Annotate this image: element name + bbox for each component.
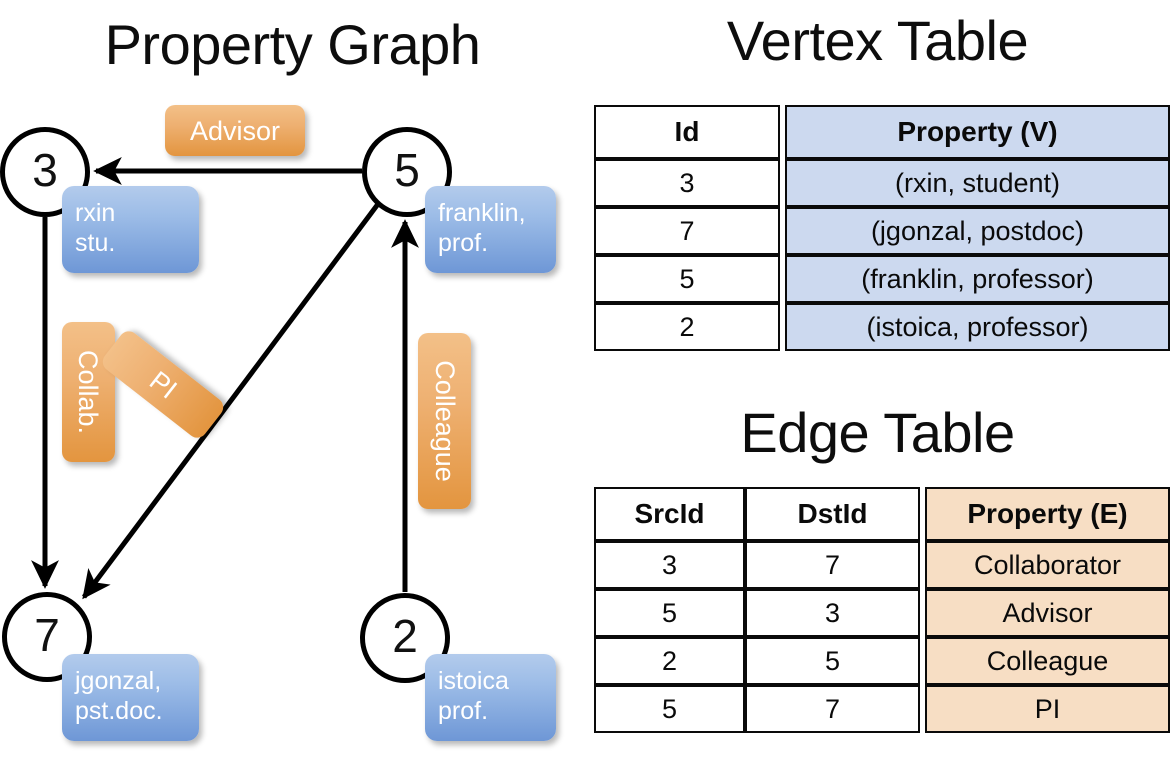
vertex-table: Id Property (V) 3 (rxin, student) 7 (jgo… — [594, 105, 1170, 351]
graph-edges-svg — [31, 157, 419, 600]
graph-node-5-label: 5 — [394, 144, 420, 196]
edge-table-cell-srcid: 5 — [594, 685, 745, 733]
vertex-property-box-istoica-line2: prof. — [438, 697, 489, 725]
vertex-table-header-id: Id — [594, 105, 780, 159]
edge-label-box-collab[interactable]: Collab. — [62, 322, 115, 462]
edge-table-row[interactable]: 5 7 PI — [594, 685, 1170, 733]
vertex-table-cell-property: (rxin, student) — [785, 159, 1170, 207]
vertex-table-row[interactable]: 3 (rxin, student) — [594, 159, 1170, 207]
edge-label-box-advisor[interactable]: Advisor — [165, 105, 305, 156]
vertex-table-row[interactable]: 5 (franklin, professor) — [594, 255, 1170, 303]
graph-node-3-label: 3 — [32, 144, 58, 196]
edge-table-header-dstid: DstId — [745, 487, 920, 541]
edge-table: SrcId DstId Property (E) 3 7 Collaborato… — [594, 487, 1170, 733]
vertex-table-cell-id: 7 — [594, 207, 780, 255]
edge-table-row[interactable]: 5 3 Advisor — [594, 589, 1170, 637]
vertex-property-box-istoica-line1: istoica — [438, 667, 509, 695]
edge-table-cell-dstid: 5 — [745, 637, 920, 685]
edge-label-pi: PI — [143, 364, 183, 405]
graph-node-7-label: 7 — [34, 609, 60, 661]
edge-label-advisor: Advisor — [189, 115, 281, 146]
edge-label-box-colleague[interactable]: Colleague — [418, 333, 471, 509]
vertex-property-box-franklin-line1: franklin, — [438, 199, 526, 227]
vertex-property-box-jgonzal-line2: pst.doc. — [75, 697, 163, 725]
edge-table-header-property: Property (E) — [925, 487, 1170, 541]
vertex-table-header-row: Id Property (V) — [594, 105, 1170, 159]
edge-table-cell-srcid: 3 — [594, 541, 745, 589]
edge-table-cell-dstid: 7 — [745, 685, 920, 733]
edge-table-cell-property: PI — [925, 685, 1170, 733]
vertex-table-row[interactable]: 7 (jgonzal, postdoc) — [594, 207, 1170, 255]
vertex-table-cell-id: 3 — [594, 159, 780, 207]
edge-table-cell-srcid: 2 — [594, 637, 745, 685]
page-title-vertex-table: Vertex Table — [726, 9, 1029, 72]
vertex-property-box-rxin[interactable]: rxin stu. — [62, 186, 199, 273]
property-graph-diagram: 3 5 7 2 rxin stu. franklin, prof. jgonza… — [0, 105, 556, 741]
edge-table-cell-property: Advisor — [925, 589, 1170, 637]
vertex-property-box-istoica[interactable]: istoica prof. — [425, 654, 556, 741]
vertex-property-box-jgonzal-line1: jgonzal, — [75, 667, 162, 695]
graph-node-5[interactable]: 5 — [362, 127, 452, 217]
vertex-table-row[interactable]: 2 (istoica, professor) — [594, 303, 1170, 351]
vertex-table-header-property: Property (V) — [785, 105, 1170, 159]
edge-table-cell-dstid: 3 — [745, 589, 920, 637]
vertex-table-cell-id: 5 — [594, 255, 780, 303]
vertex-table-cell-id: 2 — [594, 303, 780, 351]
vertex-table-cell-property: (franklin, professor) — [785, 255, 1170, 303]
vertex-property-box-franklin-line2: prof. — [438, 229, 489, 257]
edge-table-cell-dstid: 7 — [745, 541, 920, 589]
vertex-table-cell-property: (jgonzal, postdoc) — [785, 207, 1170, 255]
page-title-property-graph: Property Graph — [104, 13, 481, 76]
edge-table-header-row: SrcId DstId Property (E) — [594, 487, 1170, 541]
vertex-table-cell-property: (istoica, professor) — [785, 303, 1170, 351]
graph-node-2-label: 2 — [392, 610, 418, 662]
vertex-property-box-jgonzal[interactable]: jgonzal, pst.doc. — [62, 654, 199, 741]
vertex-property-box-franklin[interactable]: franklin, prof. — [425, 186, 556, 273]
edge-label-colleague: Colleague — [429, 360, 460, 482]
edge-label-collab: Collab. — [73, 349, 104, 435]
edge-table-row[interactable]: 3 7 Collaborator — [594, 541, 1170, 589]
edge-table-cell-property: Colleague — [925, 637, 1170, 685]
edge-table-row[interactable]: 2 5 Colleague — [594, 637, 1170, 685]
page-title-edge-table: Edge Table — [740, 401, 1015, 464]
edge-table-cell-property: Collaborator — [925, 541, 1170, 589]
edge-table-cell-srcid: 5 — [594, 589, 745, 637]
graph-node-2[interactable]: 2 — [360, 593, 450, 683]
vertex-property-box-rxin-line1: rxin — [75, 199, 116, 227]
edge-table-header-srcid: SrcId — [594, 487, 745, 541]
edge-5-to-7-pi — [81, 202, 381, 600]
vertex-property-box-rxin-line2: stu. — [75, 229, 116, 257]
